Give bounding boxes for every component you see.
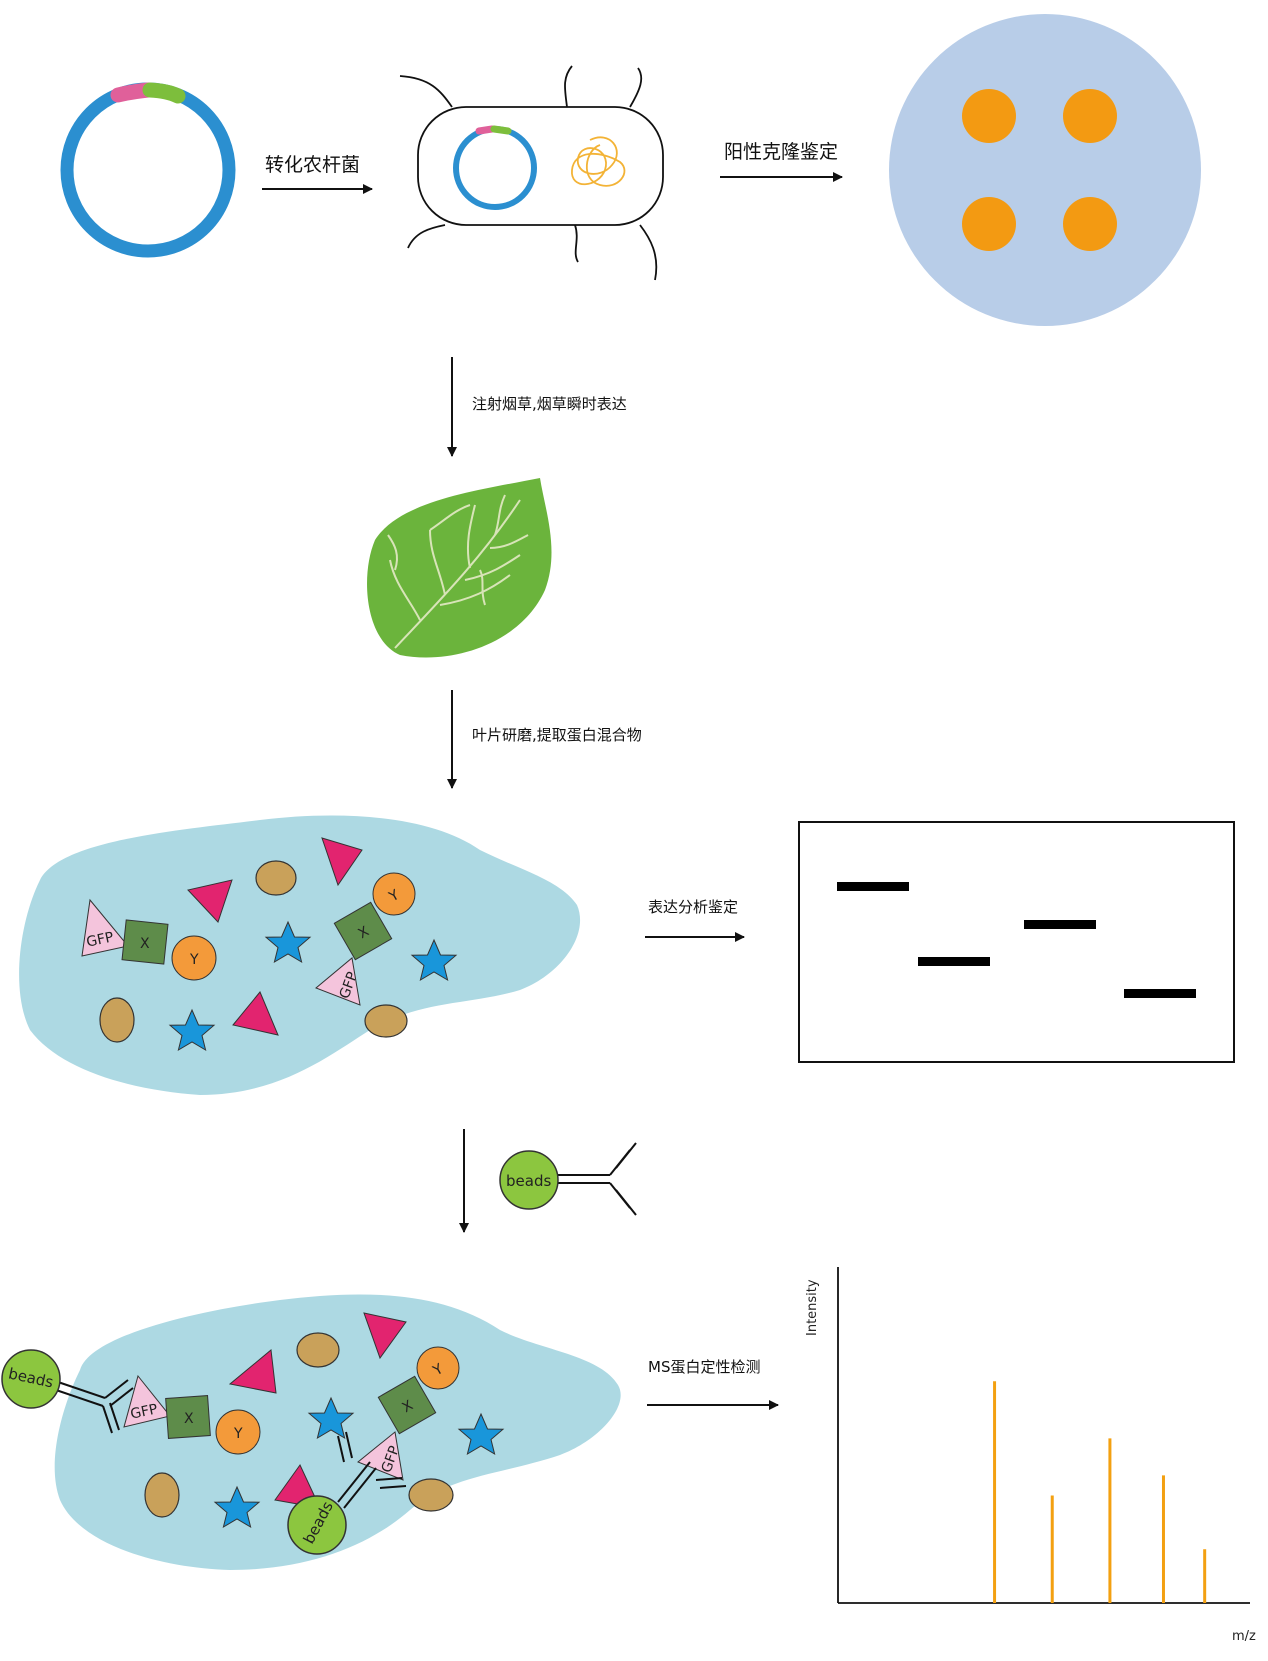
protein-ellipse: [99, 997, 135, 1043]
bead-label: beads: [506, 1172, 551, 1190]
bead: [287, 1495, 347, 1555]
protein-y-label: Y: [233, 1426, 243, 1442]
bacterium-plasmid-promoter: [475, 125, 496, 135]
plasmid-ring: [60, 82, 236, 258]
bead: [1, 1349, 61, 1409]
y-axis-label: Intensity: [805, 1279, 820, 1336]
protein-x-label: X: [140, 936, 150, 952]
protein-triangle: [321, 837, 363, 887]
protein-triangle: [232, 991, 279, 1036]
protein-triangle: [363, 1312, 407, 1360]
protein-y: [171, 935, 217, 981]
bacterial-chromosome: [571, 136, 626, 187]
protein-lysate: GFP X Y Y X GFP: [19, 815, 581, 1095]
antibody-arm: [337, 1435, 345, 1463]
blot-band: [837, 882, 909, 891]
protein-x: [121, 919, 169, 965]
antibody-arm: [102, 1405, 113, 1434]
blot-frame: [798, 821, 1235, 1063]
tobacco-leaf: [367, 478, 552, 658]
gfp-tag: [123, 1374, 171, 1428]
plasmid: [60, 82, 236, 258]
antibody-stem: [55, 1389, 104, 1407]
western-blot: [798, 821, 1235, 1063]
gfp-label: GFP: [129, 1401, 159, 1422]
gfp-tag: [81, 898, 129, 957]
protein-ellipse: [144, 1472, 180, 1518]
colony: [1063, 197, 1117, 251]
beads-antibody: beads: [499, 1142, 637, 1216]
protein-x: [377, 1375, 437, 1435]
protein-triangle: [228, 1349, 277, 1394]
blot-band: [1024, 920, 1096, 929]
flagellum: [564, 65, 573, 108]
ms-peaks: [993, 1381, 1207, 1603]
leaf-veins: [387, 494, 529, 649]
label-ms: MS蛋白定性检测: [648, 1358, 760, 1376]
antibody-arm: [104, 1379, 129, 1399]
label-transform: 转化农杆菌: [265, 154, 360, 176]
protein-ellipse: [255, 860, 297, 896]
protein-x: [333, 901, 393, 961]
gfp-x-y-complex: GFP X Y: [81, 898, 217, 981]
colony: [962, 197, 1016, 251]
agrobacterium: [399, 65, 664, 281]
protein-y: [416, 1346, 460, 1390]
blot-band: [1124, 989, 1196, 998]
colony: [1063, 89, 1117, 143]
flagellum: [399, 75, 453, 108]
gfp-label: GFP: [85, 929, 115, 950]
protein-triangle: [187, 879, 233, 923]
antibody-arm: [109, 1387, 134, 1407]
label-grind: 叶片研磨,提取蛋白混合物: [472, 726, 642, 744]
coip-lysate: beads GFP X Y Y X GFP beads: [1, 1294, 621, 1570]
flagellum: [629, 67, 643, 108]
label-positive-clone: 阳性克隆鉴定: [724, 141, 838, 163]
protein-x-label: X: [184, 1411, 194, 1427]
antibody-arm: [375, 1477, 403, 1481]
antibody-stem: [343, 1467, 377, 1509]
antibody-arm: [615, 1142, 637, 1169]
protein-y: [215, 1409, 261, 1455]
gfp-tag: [357, 1431, 404, 1481]
x-axis-label: m/z: [1232, 1629, 1256, 1644]
leaf-blade: [367, 478, 552, 658]
antibody-arm: [345, 1431, 353, 1459]
antibody-arm: [379, 1485, 407, 1489]
protein-ellipse: [408, 1478, 454, 1512]
flagellum: [639, 224, 658, 281]
protein-y: [372, 872, 416, 916]
label-inject: 注射烟草,烟草瞬时表达: [472, 395, 627, 413]
antibody-arm: [615, 1189, 637, 1216]
antibody-arm: [109, 1402, 120, 1431]
flagellum: [407, 224, 446, 249]
blot-band: [918, 957, 990, 966]
bead: [499, 1150, 559, 1210]
label-expression: 表达分析鉴定: [648, 898, 738, 916]
plate-dish: [889, 14, 1201, 326]
bead-bound-complex: Y X GFP beads: [287, 1346, 460, 1555]
insert-segment: [142, 82, 186, 104]
protein-ellipse: [364, 1004, 408, 1038]
bacterium-plasmid-insert: [490, 125, 512, 135]
protein-ellipse: [296, 1332, 340, 1368]
protein-y-label: Y: [189, 952, 199, 968]
antibody-stem: [57, 1381, 106, 1399]
ms-spectrum: Intensity m/z: [805, 1267, 1256, 1644]
protein-x: [165, 1395, 211, 1439]
gfp-tag: [315, 957, 361, 1006]
bead-bound-complex: beads GFP X Y: [1, 1349, 261, 1455]
flagellum: [574, 224, 579, 263]
antibody-stem: [337, 1461, 371, 1503]
gfp-x-y-complex: Y X GFP: [315, 872, 416, 1006]
colony: [962, 89, 1016, 143]
culture-plate: [889, 14, 1201, 326]
